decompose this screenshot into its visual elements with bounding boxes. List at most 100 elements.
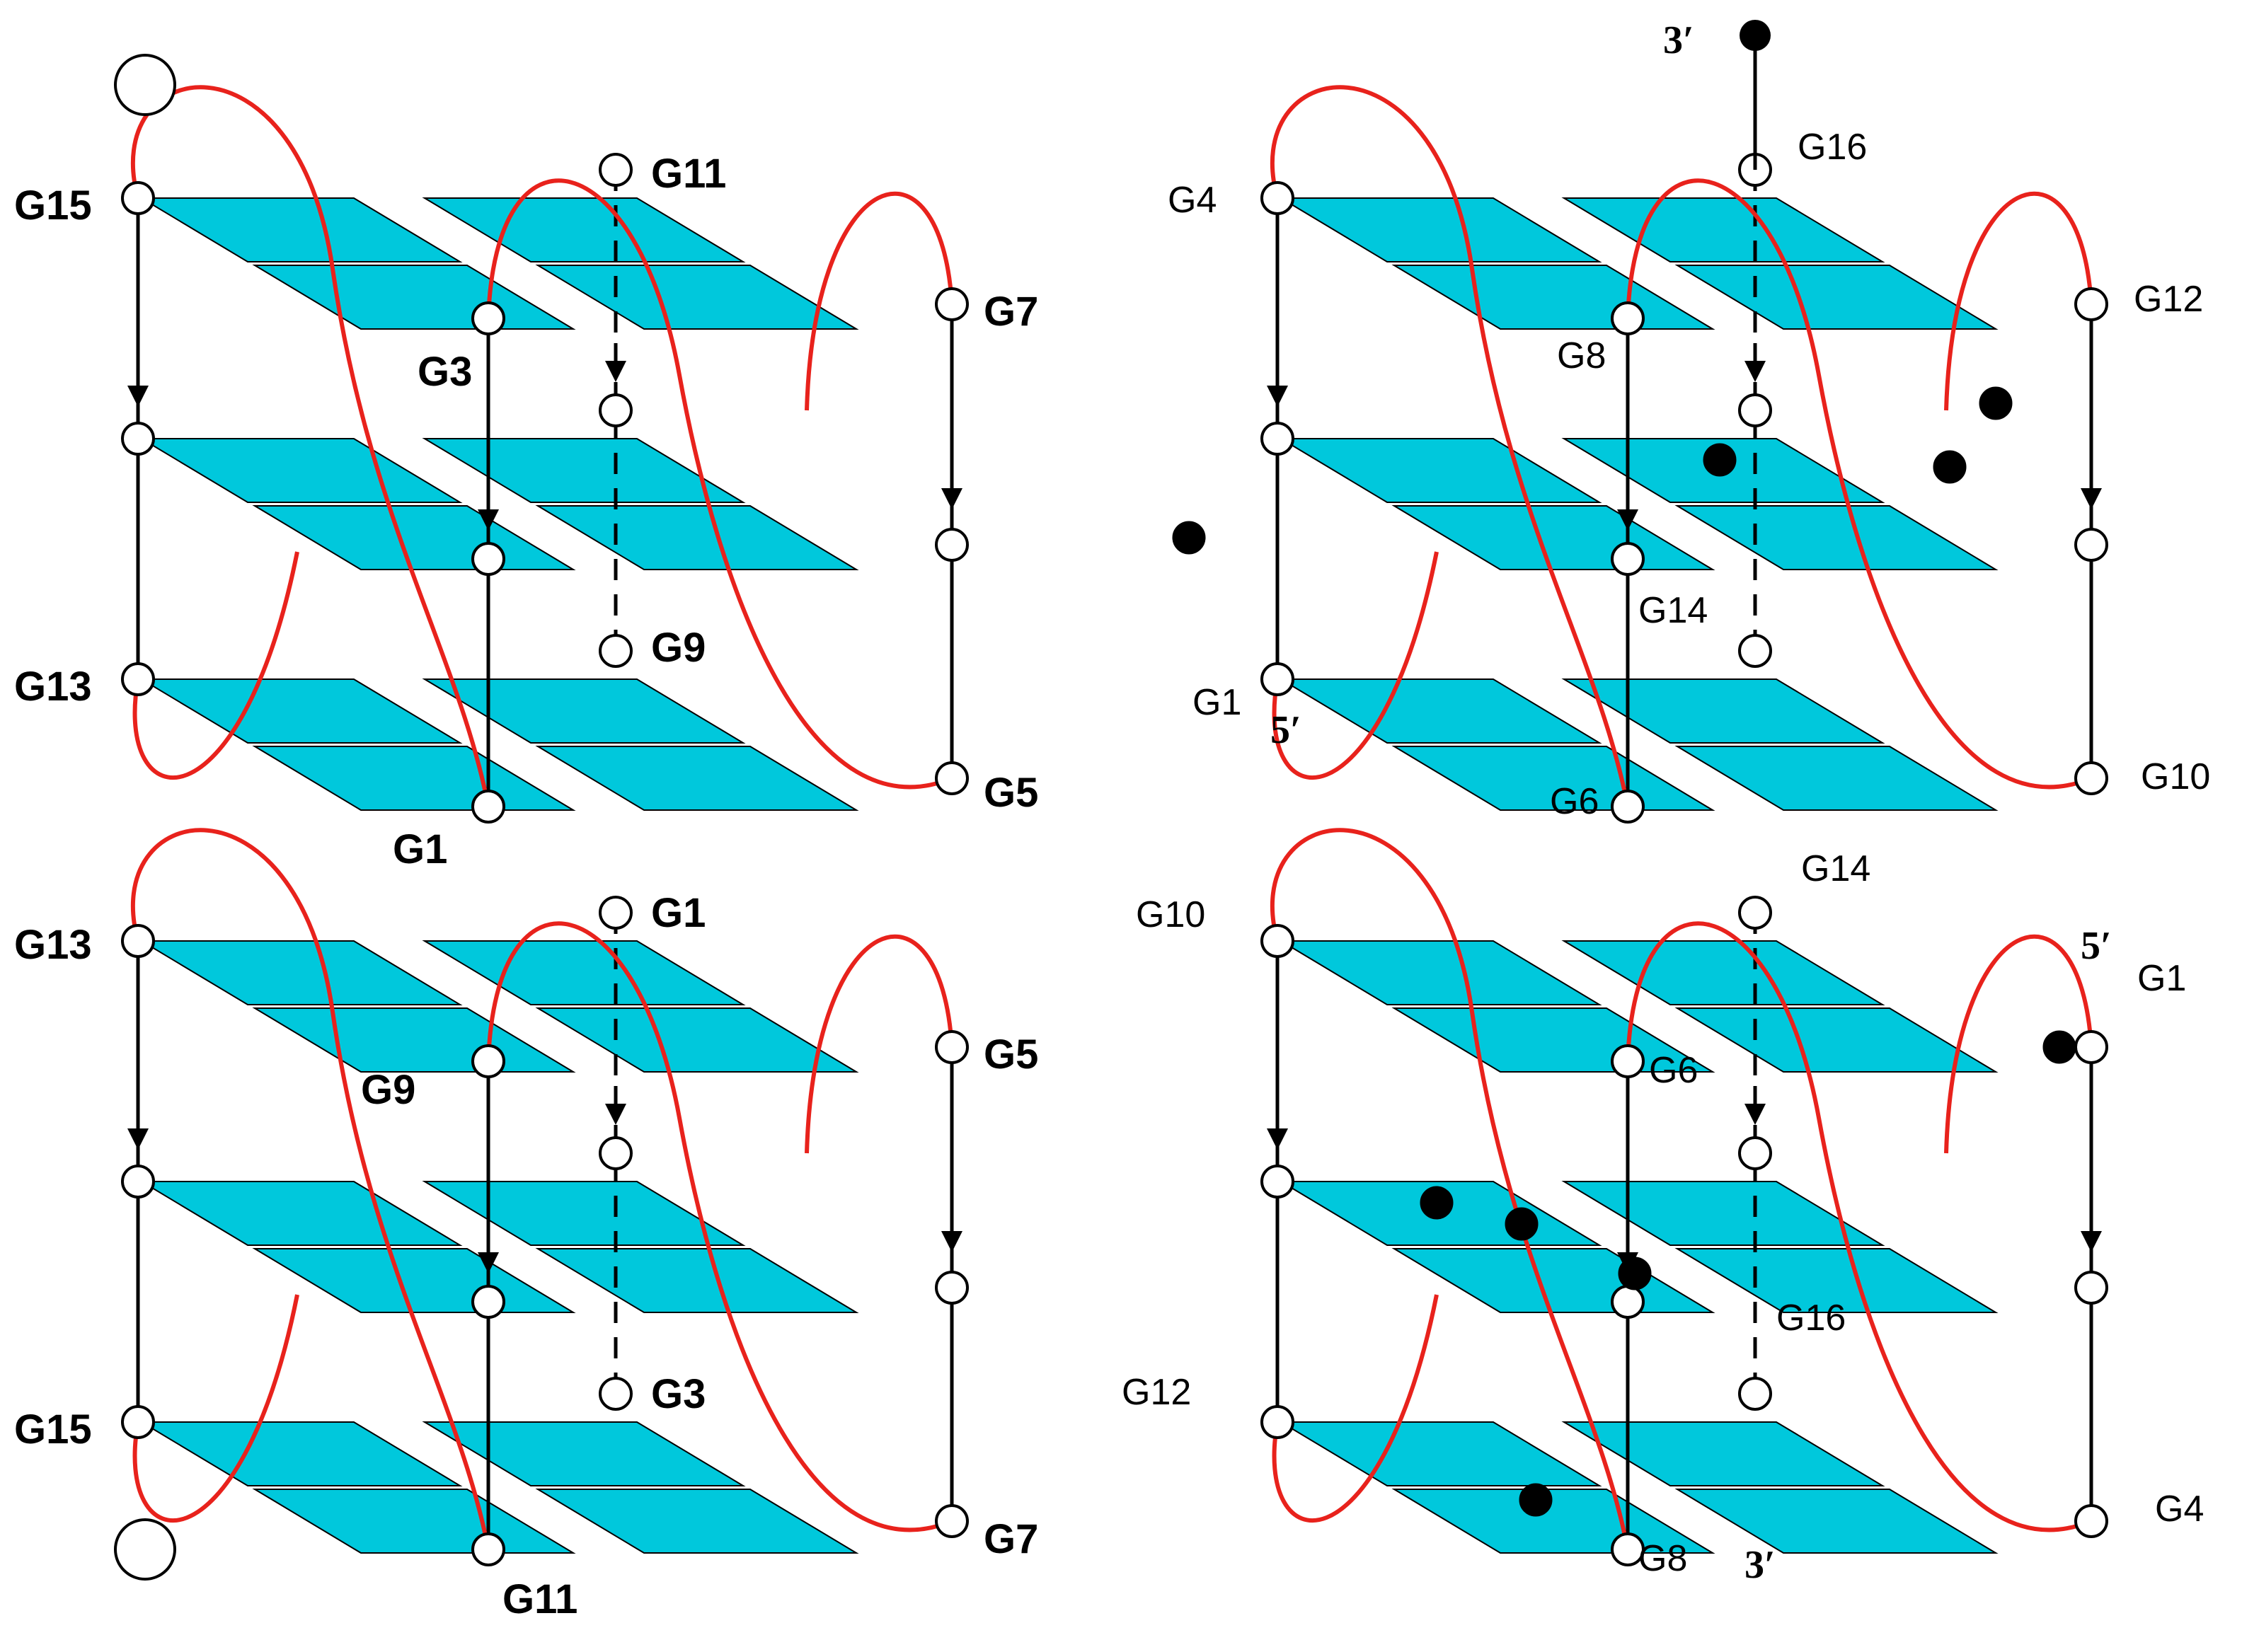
plate-back-right <box>422 1421 746 1486</box>
node <box>471 1532 505 1566</box>
node <box>1611 790 1645 824</box>
label-g5: G5 <box>984 1032 1038 1078</box>
loop-0 <box>1270 85 1630 807</box>
plate-front-left <box>252 1248 576 1313</box>
label-g16: G16 <box>1798 127 1867 168</box>
end-node <box>114 54 176 116</box>
filled-node <box>1979 386 2013 420</box>
label-g11: G11 <box>651 151 726 197</box>
plate-front-right <box>1674 505 1999 570</box>
filled-node <box>1172 521 1206 555</box>
label-g6: G6 <box>1649 1050 1698 1091</box>
plate-front-left <box>252 1007 576 1073</box>
node <box>1611 1044 1645 1078</box>
node <box>1738 1136 1772 1170</box>
plate-back-left <box>1278 940 1602 1005</box>
node <box>599 393 633 427</box>
label-g10: G10 <box>2141 756 2210 797</box>
plate-front-right <box>1674 1007 1999 1073</box>
loop-0 <box>1270 828 1630 1550</box>
node <box>1260 422 1294 456</box>
label-5prime: 5′ <box>1270 708 1301 752</box>
plate-back-right <box>1561 678 1885 744</box>
end-node <box>114 1518 176 1581</box>
loop-2 <box>1944 191 2093 411</box>
node <box>1738 1377 1772 1411</box>
filled-node <box>2042 1030 2076 1064</box>
plate-front-left <box>1391 1248 1715 1313</box>
loop-1 <box>1626 178 2093 790</box>
plate-front-right <box>535 505 859 570</box>
label-g1: G1 <box>2137 958 2186 999</box>
loop-1 <box>1626 921 2093 1532</box>
plate-front-right <box>535 1489 859 1554</box>
plate-back-left <box>1278 438 1602 503</box>
plate-back-left <box>139 197 463 262</box>
plate-front-right <box>1674 1248 1999 1313</box>
node <box>935 1030 969 1064</box>
loop-1 <box>486 921 953 1532</box>
label-g4: G4 <box>2155 1489 2204 1530</box>
node <box>121 181 155 215</box>
label-g1: G1 <box>1192 682 1241 723</box>
plate-back-left <box>1278 1421 1602 1486</box>
label-g11: G11 <box>502 1576 577 1622</box>
plate-back-right <box>422 438 746 503</box>
label-g1: G1 <box>651 890 706 936</box>
label-g7: G7 <box>984 1516 1038 1562</box>
filled-node <box>1519 1483 1553 1517</box>
label-g15: G15 <box>14 1406 92 1452</box>
plate-back-right <box>422 678 746 744</box>
node <box>121 924 155 958</box>
node <box>121 662 155 696</box>
plate-back-right <box>422 1181 746 1246</box>
node <box>2074 1030 2108 1064</box>
node <box>2074 1504 2108 1538</box>
node <box>935 528 969 562</box>
plate-back-left <box>1278 197 1602 262</box>
node <box>471 1285 505 1319</box>
plate-front-left <box>252 1489 576 1554</box>
plate-front-left <box>1391 505 1715 570</box>
node <box>1738 896 1772 930</box>
plate-front-left <box>252 505 576 570</box>
node <box>1611 542 1645 576</box>
label-g15: G15 <box>14 183 92 229</box>
plate-back-right <box>1561 940 1885 1005</box>
node <box>471 542 505 576</box>
label-g6: G6 <box>1550 781 1599 822</box>
plate-back-left <box>139 940 463 1005</box>
label-g14: G14 <box>1801 848 1870 889</box>
node <box>1611 1285 1645 1319</box>
node <box>2074 1271 2108 1305</box>
plate-front-right <box>535 746 859 811</box>
label-g14: G14 <box>1638 590 1708 631</box>
plate-back-left <box>1278 678 1602 744</box>
node <box>599 1377 633 1411</box>
node <box>935 287 969 321</box>
node <box>1260 1165 1294 1198</box>
loop-2 <box>1944 934 2093 1154</box>
node <box>1611 1532 1645 1566</box>
node <box>599 1136 633 1170</box>
node <box>1738 393 1772 427</box>
label-g9: G9 <box>361 1067 415 1113</box>
loop-2 <box>805 191 954 411</box>
node <box>599 896 633 930</box>
label-5prime: 5′ <box>2081 924 2112 968</box>
filled-node <box>1933 450 1967 484</box>
plate-back-left <box>139 1421 463 1486</box>
loop-2 <box>805 934 954 1154</box>
node <box>121 422 155 456</box>
node <box>471 790 505 824</box>
plate-front-right <box>535 265 859 330</box>
node <box>935 761 969 795</box>
label-g16: G16 <box>1776 1298 1846 1339</box>
plate-back-right <box>1561 197 1885 262</box>
plate-front-right <box>535 1007 859 1073</box>
